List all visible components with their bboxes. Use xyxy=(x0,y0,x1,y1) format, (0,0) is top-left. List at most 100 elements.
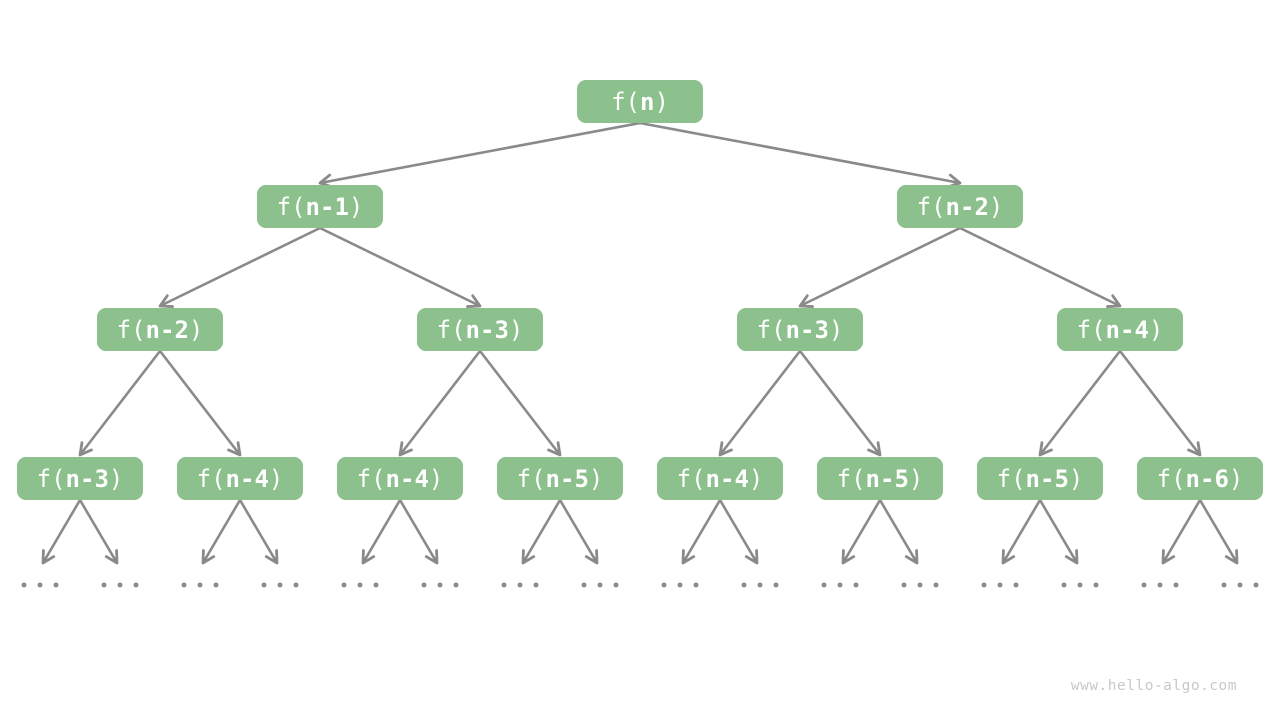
tree-node: f(n-3) xyxy=(737,308,863,351)
ellipsis-dot xyxy=(437,582,443,588)
tree-edge xyxy=(798,350,882,457)
tree-edge xyxy=(41,499,82,565)
watermark: www.hello-algo.com xyxy=(1070,678,1237,694)
tree-edge xyxy=(398,350,482,457)
tree-edge xyxy=(718,350,802,457)
node-label-suffix: ) xyxy=(348,192,364,221)
ellipsis-dot xyxy=(213,582,219,588)
ellipsis-dot xyxy=(117,582,123,588)
node-label-suffix: ) xyxy=(908,464,924,493)
ellipsis-dot xyxy=(917,582,923,588)
node-label-prefix: f( xyxy=(196,464,226,493)
node-label-prefix: f( xyxy=(1156,464,1186,493)
ellipsis-dot xyxy=(693,582,699,588)
ellipsis-dot xyxy=(757,582,763,588)
ellipsis-dot xyxy=(773,582,779,588)
ellipsis-dot xyxy=(517,582,523,588)
tree-edge xyxy=(1118,350,1202,457)
ellipsis-dot xyxy=(341,582,347,588)
node-label-term: n-3 xyxy=(65,464,109,493)
ellipsis-dot xyxy=(1141,582,1147,588)
node-label-prefix: f( xyxy=(436,315,466,344)
node-label-prefix: f( xyxy=(756,315,786,344)
tree-node: f(n-1) xyxy=(257,185,383,228)
node-label-term: n-2 xyxy=(145,315,189,344)
tree-edge xyxy=(1038,350,1122,457)
ellipsis-dot xyxy=(901,582,907,588)
ellipsis-dot xyxy=(677,582,683,588)
node-label-suffix: ) xyxy=(108,464,124,493)
tree-edge xyxy=(361,499,402,565)
ellipsis-group xyxy=(501,582,539,588)
ellipsis-dot xyxy=(1221,582,1227,588)
ellipsis-dot xyxy=(853,582,859,588)
ellipsis-group xyxy=(581,582,619,588)
tree-node: f(n-5) xyxy=(497,457,623,500)
node-label-suffix: ) xyxy=(828,315,844,344)
tree-edge xyxy=(1198,499,1239,565)
ellipsis-dot xyxy=(181,582,187,588)
tree-edge xyxy=(1001,499,1042,565)
ellipsis-dot xyxy=(1013,582,1019,588)
ellipsis-dot xyxy=(1093,582,1099,588)
tree-edge xyxy=(558,499,599,565)
ellipsis-dot xyxy=(501,582,507,588)
node-label-prefix: f( xyxy=(36,464,66,493)
tree-edge xyxy=(521,499,562,565)
ellipsis-dot xyxy=(837,582,843,588)
ellipsis-group xyxy=(261,582,299,588)
ellipsis-dot xyxy=(21,582,27,588)
ellipsis-dot xyxy=(453,582,459,588)
node-label-prefix: f( xyxy=(916,192,946,221)
node-label-prefix: f( xyxy=(611,87,640,116)
tree-edge xyxy=(639,121,962,189)
ellipsis-dot xyxy=(133,582,139,588)
ellipsis-dot xyxy=(933,582,939,588)
node-label-prefix: f( xyxy=(836,464,866,493)
tree-node: f(n-4) xyxy=(1057,308,1183,351)
tree-edge xyxy=(78,499,119,565)
ellipsis-dot xyxy=(997,582,1003,588)
node-label-suffix: ) xyxy=(988,192,1004,221)
tree-node: f(n-2) xyxy=(97,308,223,351)
ellipsis-group xyxy=(981,582,1019,588)
ellipsis-group xyxy=(901,582,939,588)
ellipsis-dot xyxy=(1253,582,1259,588)
ellipsis-dot xyxy=(53,582,59,588)
tree-edge xyxy=(841,499,882,565)
tree-edge xyxy=(319,226,482,308)
ellipsis-group xyxy=(1061,582,1099,588)
tree-edge xyxy=(158,226,321,308)
ellipsis-group xyxy=(821,582,859,588)
tree-node: f(n-3) xyxy=(17,457,143,500)
ellipsis-group xyxy=(101,582,139,588)
node-label-term: n-5 xyxy=(1025,464,1069,493)
ellipsis-dot xyxy=(533,582,539,588)
ellipsis-dot xyxy=(1061,582,1067,588)
ellipsis-group xyxy=(741,582,779,588)
ellipsis-group xyxy=(1141,582,1179,588)
node-label-suffix: ) xyxy=(188,315,204,344)
ellipsis-dot xyxy=(1077,582,1083,588)
ellipsis-dot xyxy=(261,582,267,588)
ellipsis-dot xyxy=(373,582,379,588)
tree-node: f(n-5) xyxy=(977,457,1103,500)
node-label-term: n xyxy=(640,87,655,116)
node-label-prefix: f( xyxy=(996,464,1026,493)
node-label-term: n-2 xyxy=(945,192,989,221)
ellipsis-group xyxy=(661,582,699,588)
tree-node: f(n-6) xyxy=(1137,457,1263,500)
node-label-suffix: ) xyxy=(508,315,524,344)
tree-edge xyxy=(478,350,562,457)
tree-edge xyxy=(158,350,242,457)
node-label-term: n-4 xyxy=(385,464,429,493)
ellipsis-dot xyxy=(277,582,283,588)
ellipsis-dot xyxy=(821,582,827,588)
tree-edge xyxy=(398,499,439,565)
ellipsis-dot xyxy=(613,582,619,588)
node-label-suffix: ) xyxy=(588,464,604,493)
node-label-prefix: f( xyxy=(1076,315,1106,344)
ellipsis-dot xyxy=(293,582,299,588)
ellipsis-dot xyxy=(357,582,363,588)
